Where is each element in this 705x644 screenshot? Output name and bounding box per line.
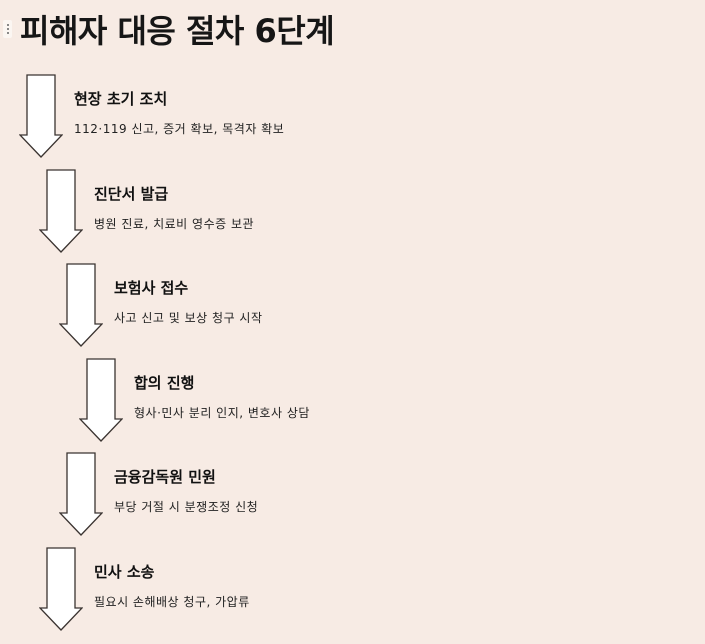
step-description: 사고 신고 및 보상 청구 시작 xyxy=(114,311,263,325)
step-2: 진단서 발급 병원 진료, 치료비 영수증 보관 xyxy=(39,169,639,259)
step-4: 합의 진행 형사·민사 분리 인지, 변호사 상담 xyxy=(79,358,679,448)
page-title: 피해자 대응 절차 6단계 xyxy=(20,12,335,50)
step-title: 합의 진행 xyxy=(134,374,195,392)
down-arrow-icon xyxy=(59,452,103,536)
down-arrow-icon xyxy=(39,547,83,631)
step-description: 부당 거절 시 분쟁조정 신청 xyxy=(114,500,259,514)
step-description: 필요시 손해배상 청구, 가압류 xyxy=(94,595,250,609)
step-3: 보험사 접수 사고 신고 및 보상 청구 시작 xyxy=(59,263,659,353)
step-title: 보험사 접수 xyxy=(114,279,189,297)
down-arrow-icon xyxy=(39,169,83,253)
step-title: 현장 초기 조치 xyxy=(74,90,168,108)
down-arrow-icon xyxy=(59,263,103,347)
down-arrow-icon xyxy=(79,358,123,442)
down-arrow-icon xyxy=(19,74,63,158)
step-5: 금융감독원 민원 부당 거절 시 분쟁조정 신청 xyxy=(59,452,659,542)
step-title: 진단서 발급 xyxy=(94,185,169,203)
step-description: 병원 진료, 치료비 영수증 보관 xyxy=(94,217,255,231)
step-6: 민사 소송 필요시 손해배상 청구, 가압류 xyxy=(39,547,639,637)
step-description: 112·119 신고, 증거 확보, 목격자 확보 xyxy=(74,122,285,136)
step-description: 형사·민사 분리 인지, 변호사 상담 xyxy=(134,406,310,420)
step-title: 민사 소송 xyxy=(94,563,155,581)
drag-handle-icon[interactable] xyxy=(3,20,12,38)
step-title: 금융감독원 민원 xyxy=(114,468,216,486)
step-1: 현장 초기 조치 112·119 신고, 증거 확보, 목격자 확보 xyxy=(19,74,619,164)
